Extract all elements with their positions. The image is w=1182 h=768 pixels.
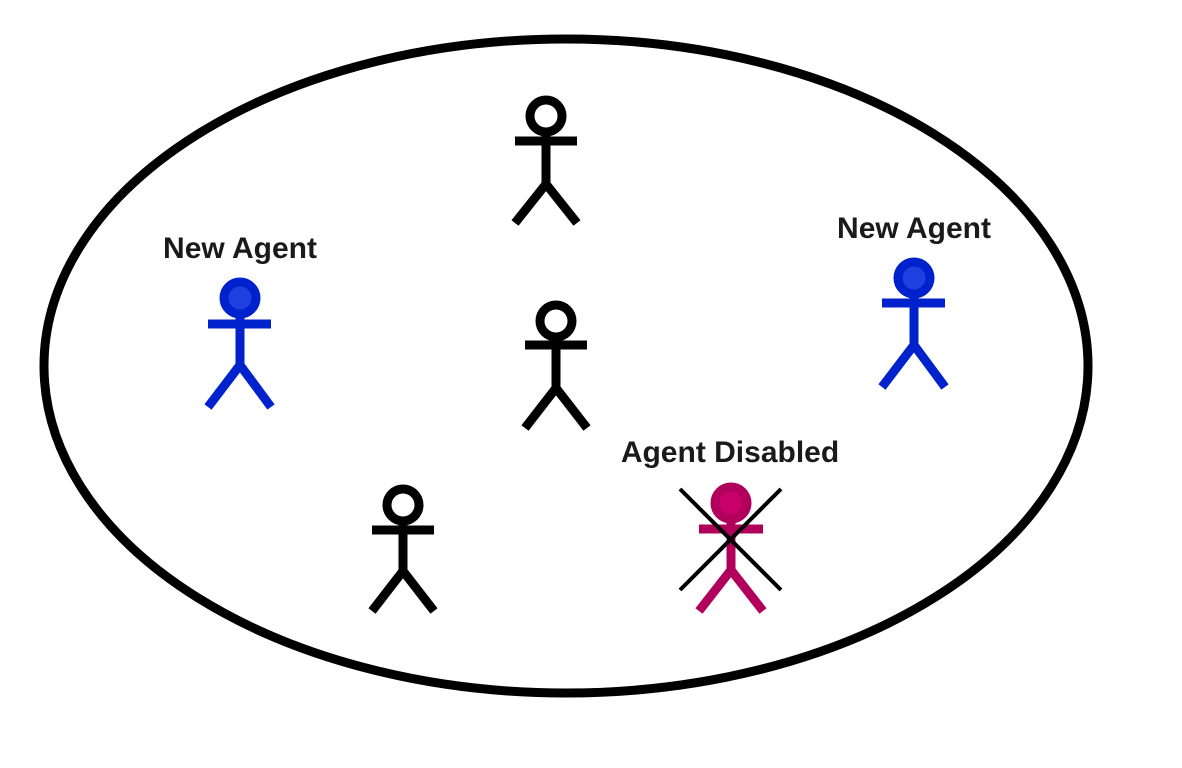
disabled-agent-head <box>710 482 752 524</box>
disabled-agent-figure <box>695 482 767 614</box>
agent-figure-top <box>511 95 581 226</box>
new-agent-figure-right <box>878 257 949 390</box>
agent-head <box>382 484 424 526</box>
new-agent-head <box>219 277 261 319</box>
agent-figure-bottom <box>368 484 438 614</box>
population-boundary-ellipse <box>39 34 1093 698</box>
agent-disabled-label: Agent Disabled <box>621 436 839 469</box>
agent-figure-middle <box>521 300 591 431</box>
new-agent-figure-left <box>204 277 275 410</box>
agent-head <box>535 300 577 342</box>
new-agent-label-right: New Agent <box>837 212 991 245</box>
new-agent-label-left: New Agent <box>163 232 317 265</box>
agent-head <box>525 95 567 137</box>
disabled-cross-icon <box>678 487 783 592</box>
new-agent-head <box>893 257 935 299</box>
